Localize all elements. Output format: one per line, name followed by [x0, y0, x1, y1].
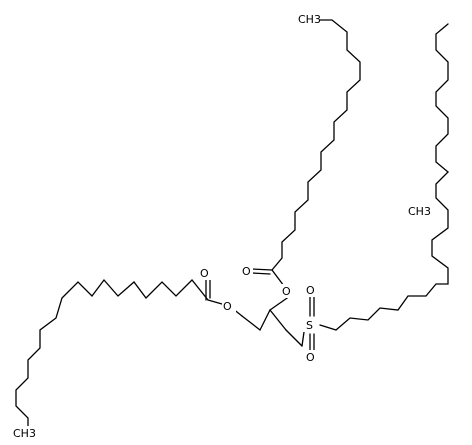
label-o-sulfonyl-top: O — [306, 284, 315, 297]
chain-right — [319, 171, 449, 331]
bond-glycerol-2 — [241, 315, 261, 331]
bond-c-o-double-mid-1 — [251, 268, 273, 271]
bond-o-c-left — [207, 299, 223, 305]
bond-c-o-mid-link — [271, 269, 285, 287]
label-ch3-top: CH3 — [298, 13, 321, 26]
label-o-carbonyl-mid: O — [242, 265, 251, 278]
chain-right-tail — [435, 23, 449, 173]
label-o-carbonyl-left: O — [200, 267, 209, 280]
label-s-sulfonyl: S — [306, 319, 313, 332]
bond-c-o-double-mid-2 — [251, 272, 271, 275]
label-ch3-right: CH3 — [408, 205, 431, 218]
bond-o-cmid — [269, 295, 291, 311]
bond-glycerol-4 — [285, 329, 303, 347]
atom-labels: CH3 O O S O O CH3 O O CH3 — [12, 12, 431, 440]
label-o-link-left: O — [223, 300, 232, 313]
chain-top — [271, 19, 361, 271]
bond-glycerol-3 — [269, 309, 287, 331]
label-o-link-mid: O — [282, 285, 291, 298]
chain-left — [15, 278, 209, 433]
label-o-sulfonyl-bottom: O — [306, 351, 315, 364]
label-ch3-left: CH3 — [13, 427, 36, 440]
bonds — [15, 19, 449, 433]
bond-glycerol-1 — [259, 309, 271, 331]
